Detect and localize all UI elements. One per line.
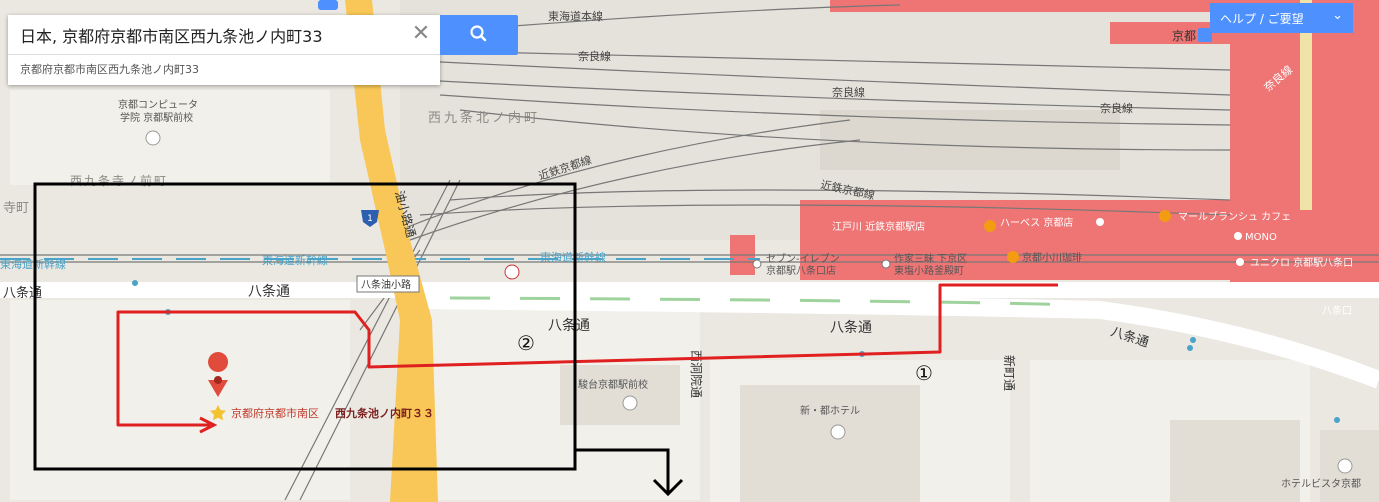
route-arrow-head bbox=[199, 416, 218, 434]
label-shinkansen-1: 東海道新幹線 bbox=[0, 257, 66, 271]
search-row: ✕ bbox=[8, 15, 440, 55]
label-num-1: ① bbox=[915, 361, 933, 385]
label-school-1-line1: 京都コンピュータ bbox=[118, 98, 198, 111]
pin-address-name: 西九条池ノ内町３３ bbox=[335, 406, 434, 420]
label-hachijo-2: 八条通 bbox=[248, 283, 290, 300]
label-kyoto-station: 京都 bbox=[1172, 29, 1196, 43]
destination-pin-icon[interactable] bbox=[208, 352, 229, 397]
label-hachijo-guchi: 八条口 bbox=[1322, 304, 1352, 317]
pin-address-prefix: 京都府京都市南区 bbox=[231, 406, 319, 420]
hotel-icon-2 bbox=[1337, 458, 1353, 474]
label-seven-line1: セブン-イレブン bbox=[766, 252, 840, 265]
star-icon bbox=[210, 405, 226, 421]
convenience-icon bbox=[504, 264, 520, 280]
label-school-1-line2: 学院 京都駅前校 bbox=[120, 111, 193, 124]
label-tera: 寺町 bbox=[3, 201, 29, 216]
school-icon-2 bbox=[622, 395, 638, 411]
cafe-icon-1 bbox=[1159, 210, 1171, 222]
label-hachijo-1: 八条通 bbox=[3, 285, 42, 301]
search-suggestion[interactable]: 京都府京都市南区西九条池ノ内町33 bbox=[20, 63, 199, 76]
route-shield-label: 1 bbox=[367, 214, 373, 224]
label-sakugen-line2: 東塩小路釜殿町 bbox=[894, 264, 964, 277]
walking-route bbox=[116, 283, 1058, 427]
hotel-icon-1 bbox=[830, 424, 846, 440]
shop-icon-2 bbox=[1234, 232, 1242, 240]
label-nara-line-3: 奈良線 bbox=[1100, 101, 1133, 115]
clear-search-button[interactable]: ✕ bbox=[411, 21, 431, 46]
school-icon bbox=[145, 130, 161, 146]
search-button[interactable] bbox=[440, 15, 518, 55]
label-mono: MONO bbox=[1245, 232, 1277, 243]
annotation-box bbox=[33, 182, 577, 471]
label-hachijo-3: 八条通 bbox=[548, 317, 590, 334]
label-nara-line-1: 奈良線 bbox=[578, 49, 611, 63]
search-input[interactable] bbox=[20, 22, 400, 48]
label-sakugen-line1: 作家三昧 下京区 bbox=[894, 252, 967, 265]
search-panel: ✕ 京都府京都市南区西九条池ノ内町33 bbox=[8, 15, 440, 85]
label-miyako-hotel: 新・都ホテル bbox=[800, 404, 860, 417]
label-school-2: 駿台京都駅前校 bbox=[578, 378, 648, 391]
shop-icon-4 bbox=[881, 259, 891, 269]
label-uniqlo: ユニクロ 京都駅八条口 bbox=[1250, 256, 1353, 269]
cafe-icon-2 bbox=[1007, 251, 1019, 263]
label-district-nishikujo: 西九条北ノ内町 bbox=[428, 110, 540, 126]
label-shinkansen-3: 東海道新幹線 bbox=[540, 250, 606, 264]
label-harvest: ハーベス 京都店 bbox=[1000, 216, 1073, 229]
label-nara-line-2: 奈良線 bbox=[832, 85, 865, 99]
annotation-arrow-head bbox=[652, 478, 684, 497]
chevron-down-icon: ⌄ bbox=[1332, 8, 1343, 23]
label-coffee: 京都小川珈琲 bbox=[1022, 251, 1082, 264]
shop-icon-1 bbox=[1096, 218, 1104, 226]
label-edogawa: 江戸川 近鉄京都駅店 bbox=[832, 220, 925, 233]
label-district-left: 西九条寺ノ前町 bbox=[70, 173, 168, 188]
label-shinkansen-2: 東海道新幹線 bbox=[262, 253, 328, 267]
annotation-arrow bbox=[575, 448, 670, 492]
restaurant-icon bbox=[984, 220, 996, 232]
help-label: ヘルプ / ご要望 bbox=[1220, 12, 1304, 26]
shop-icon-3 bbox=[752, 259, 762, 269]
label-hachijo-4: 八条通 bbox=[830, 319, 872, 336]
label-hotel-vista: ホテルビスタ京都 bbox=[1281, 477, 1361, 490]
shop-icon-5 bbox=[1236, 258, 1244, 266]
label-nishinotoin: 西洞院通 bbox=[689, 350, 703, 398]
help-feedback-button[interactable]: ヘルプ / ご要望 ⌄ bbox=[1210, 3, 1353, 33]
label-shinmachi: 新町通 bbox=[1002, 355, 1017, 391]
label-hachijo-aburanokoji: 八条油小路 bbox=[361, 278, 411, 291]
label-tokaido-main: 東海道本線 bbox=[548, 9, 603, 23]
label-num-2: ② bbox=[517, 331, 535, 355]
label-seven-line2: 京都駅八条口店 bbox=[766, 264, 836, 277]
search-icon bbox=[470, 25, 487, 42]
label-marche: マールブランシュ カフェ bbox=[1178, 210, 1291, 223]
